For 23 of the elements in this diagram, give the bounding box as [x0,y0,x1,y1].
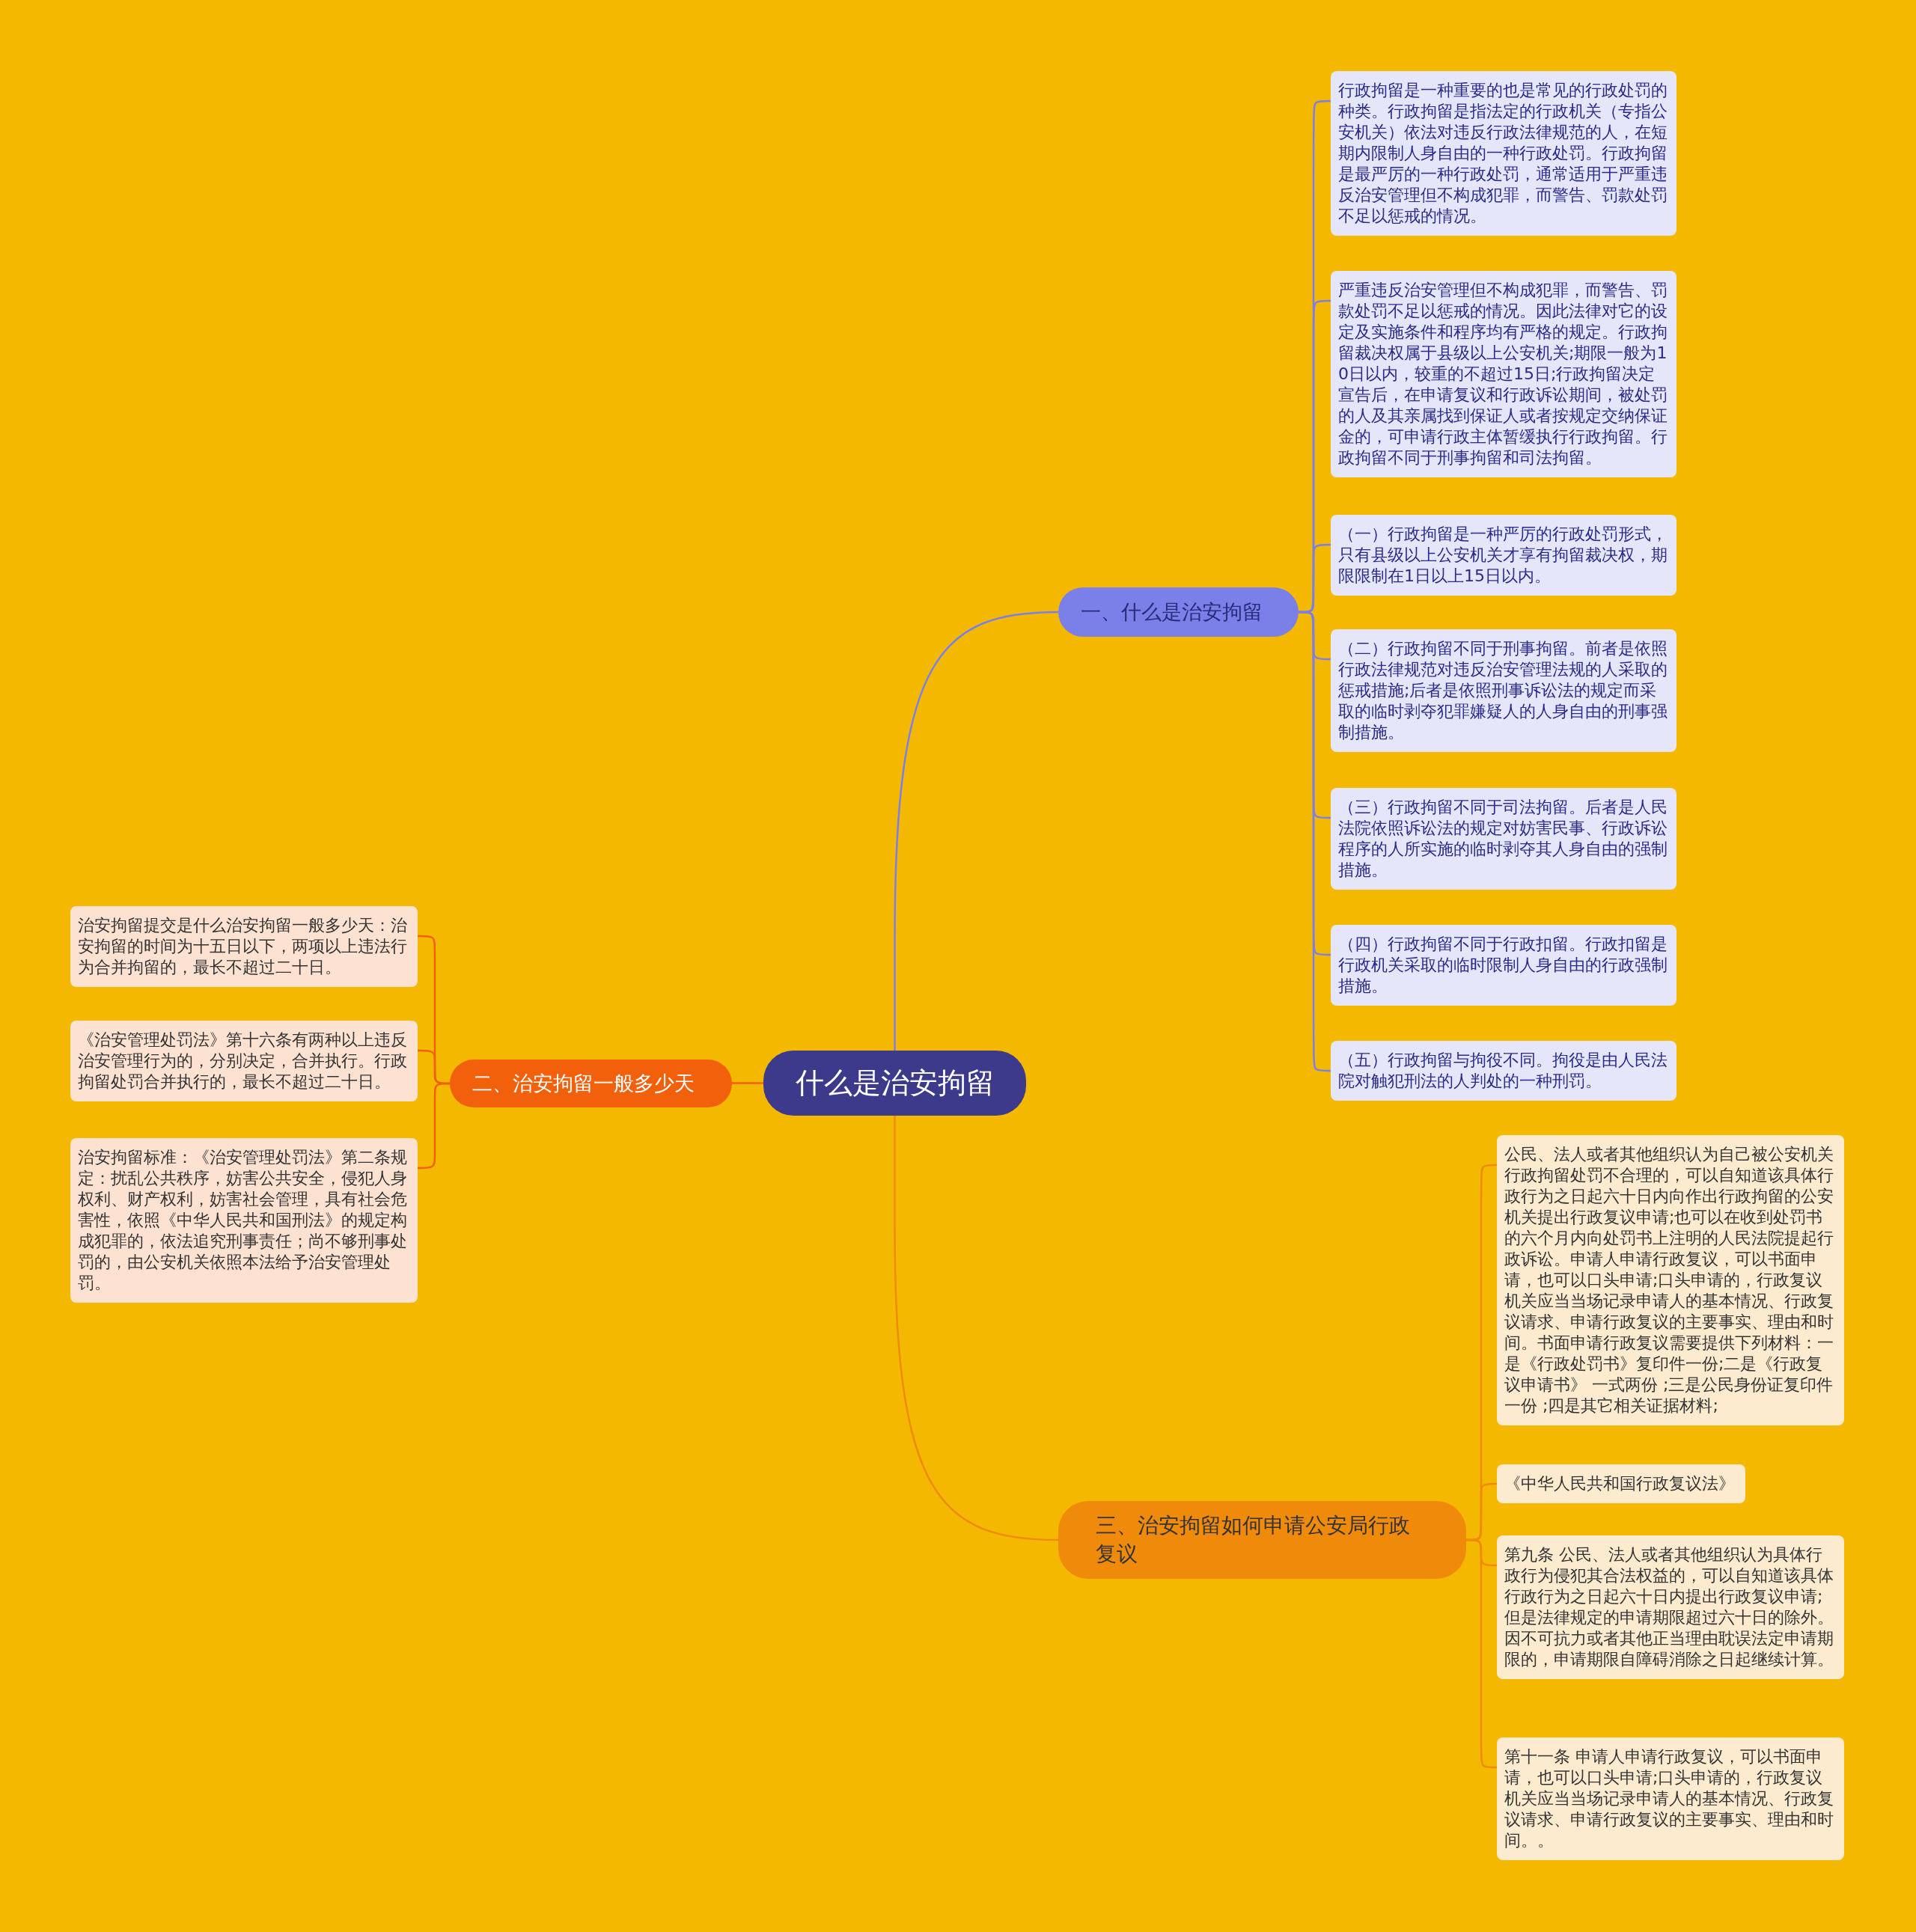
connector-line [894,611,1059,1051]
text-card: 治安拘留标准：《治安管理处罚法》第二条规定：扰乱公共秩序，妨害公共安全，侵犯人身权利、财产权利，妨害社会管理，具有社会危害性，依照《中华人民共和国刑法》的规定构成犯罪的，依法追究刑事责任；尚不够刑事处罚的，由公安机关依照本法给予治安管理处罚。 [70,1138,418,1303]
text-card: （二）行政拘留不同于刑事拘留。前者是依照行政法律规范对违反治安管理法规的人采取的惩戒措施;后者是依照刑事诉讼法的规定而采取的临时剥夺犯罪嫌疑人的人身自由的刑事强制措施。 [1331,629,1676,752]
text-card: （五）行政拘留与拘役不同。拘役是由人民法院对触犯刑法的人判处的一种刑罚。 [1331,1041,1676,1101]
branch-topic: 三、治安拘留如何申请公安局行政复议 [1058,1501,1466,1579]
text-card: 严重违反治安管理但不构成犯罪，而警告、罚款处罚不足以惩戒的情况。因此法律对它的设定及实施条件和程序均有严格的规定。行政拘留裁决权属于县级以上公安机关;期限一般为10日以内，较重的不超过15日;行政拘留决定宣告后，在申请复议和行政诉讼期间，被处罚的人及其亲属找到保证人或者按规定交纳保证金的，可申请行政主体暂缓执行行政拘留。行政拘留不同于刑事拘留和司法拘留。 [1331,271,1676,477]
text-card: 治安拘留提交是什么治安拘留一般多少天：治安拘留的时间为十五日以下，两项以上违法行为合并拘留的，最长不超过二十日。 [70,906,418,987]
text-card: （一）行政拘留是一种严厉的行政处罚形式，只有县级以上公安机关才享有拘留裁决权，期限限制在1日以上15日以内。 [1331,515,1676,596]
branch-topic: 一、什么是治安拘留 [1058,587,1299,637]
connector-line [1466,1538,1497,1769]
branch-topic: 二、治安拘留一般多少天 [450,1060,732,1107]
text-card: 第九条 公民、法人或者其他组织认为具体行政行为侵犯其合法权益的，可以自知道该具体行政行为之日起六十日内提出行政复议申请;但是法律规定的申请期限超过六十日的除外。因不可抗力或者其他正当理由耽误法定申请期限的，申请期限自障碍消除之日起继续计算。 [1497,1535,1844,1679]
text-card: 《治安管理处罚法》第十六条有两种以上违反治安管理行为的，分别决定，合并执行。行政拘留处罚合并执行的，最长不超过二十日。 [70,1021,418,1101]
connector-line [732,1082,763,1084]
text-card: （四）行政拘留不同于行政扣留。行政扣留是行政机关采取的临时限制人身自由的行政强制措施。 [1331,925,1676,1006]
text-card: 《中华人民共和国行政复议法》 [1497,1464,1745,1503]
central-topic: 什么是治安拘留 [763,1051,1026,1116]
text-card: 公民、法人或者其他组织认为自己被公安机关行政拘留处罚不合理的，可以自知道该具体行政行为之日起六十日内向作出行政拘留的公安机关提出行政复议申请;也可以在收到处罚书的六个月内向处罚书上注明的人民法院提起行政诉讼。申请人申请行政复议，可以书面申请，也可以口头申请;口头申请的，行政复议机关应当当场记录申请人的基本情况、行政复议请求、申请行政复议的主要事实、理由和时间。书面申请行政复议需要提供下列材料：一是《行政处罚书》复印件一份;二是《行政复议申请书》 一式两份 ;三是公民身份证复印件一份 ;四是其它相关证据材料; [1497,1135,1844,1425]
text-card: （三）行政拘留不同于司法拘留。后者是人民法院依照诉讼法的规定对妨害民事、行政诉讼程序的人所实施的临时剥夺其人身自由的强制措施。 [1331,788,1676,890]
connector-line [418,1082,450,1170]
connector-line [894,1116,1059,1541]
text-card: 第十一条 申请人申请行政复议，可以书面申请，也可以口头申请;口头申请的，行政复议机关应当当场记录申请人的基本情况、行政复议请求、申请行政复议的主要事实、理由和时间。。 [1497,1737,1844,1860]
text-card: 行政拘留是一种重要的也是常见的行政处罚的种类。行政拘留是指法定的行政机关（专指公安机关）依法对违反行政法律规范的人，在短期内限制人身自由的一种行政处罚。行政拘留是最严厉的一种行政处罚，通常适用于严重违反治安管理但不构成犯罪，而警告、罚款处罚不足以惩戒的情况。 [1331,71,1676,236]
